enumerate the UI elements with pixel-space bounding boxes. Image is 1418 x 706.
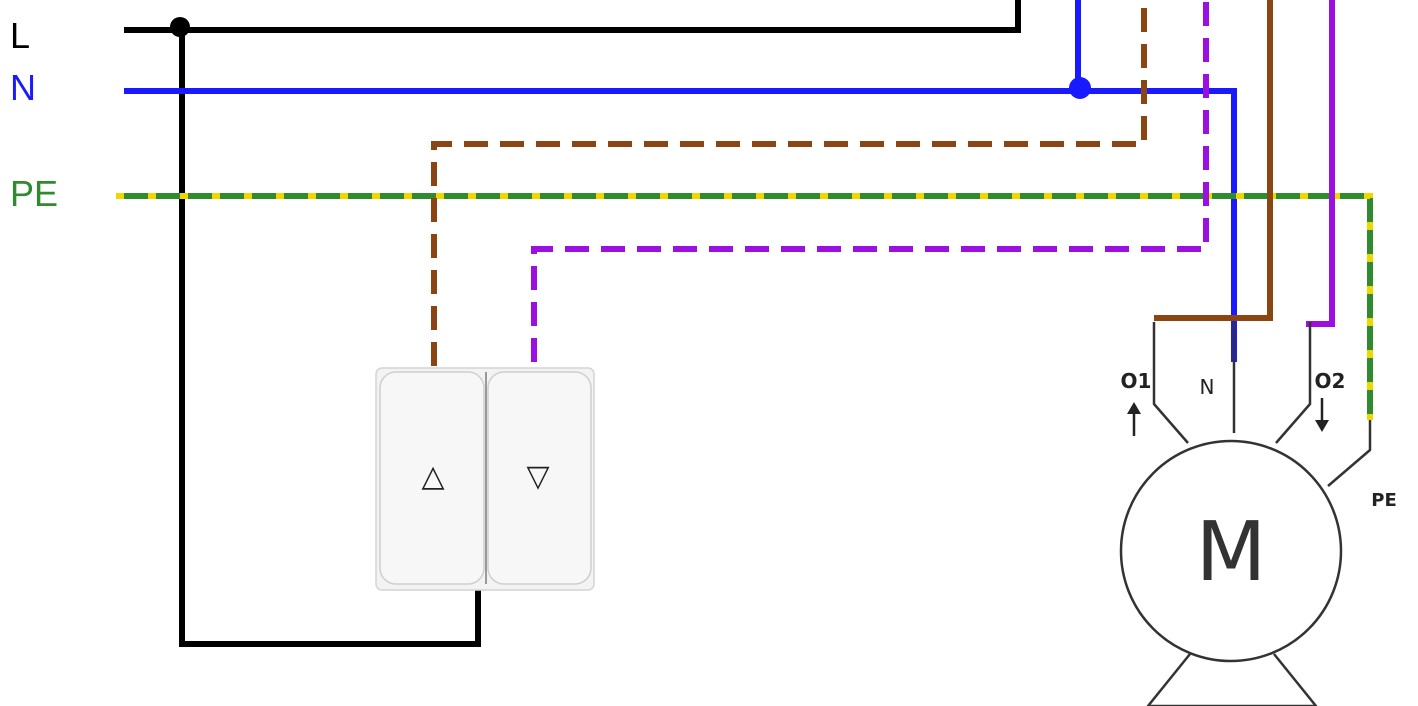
motor-body	[1119, 439, 1343, 663]
motor-foot	[1146, 653, 1318, 706]
terminal-label-o1: O1	[1121, 369, 1152, 393]
down-arrow-symbol: ▽	[526, 459, 549, 494]
line-label-PE: PE	[10, 173, 59, 214]
neutral-junction-dot	[1069, 77, 1091, 99]
down-wire-solid	[1306, 0, 1335, 327]
neutral-wire	[124, 0, 1237, 362]
phase-drop-to-switch	[179, 30, 481, 647]
switch-rocker-up[interactable]	[379, 371, 485, 585]
down-wire	[531, 0, 1335, 362]
motor	[1119, 322, 1372, 706]
motor-lead-o2	[1275, 322, 1312, 444]
neutral-bus-line	[124, 88, 1237, 362]
line-label-L: L	[10, 15, 31, 56]
up-arrow-symbol: △	[421, 459, 444, 494]
motor-symbol: M	[1196, 505, 1267, 600]
blind-switch: △ ▽	[375, 367, 595, 591]
earth-wire-stripes	[116, 193, 1373, 420]
up-wire-dashed	[431, 0, 1147, 366]
motor-lead-pe	[1327, 420, 1372, 487]
earth-wire	[116, 193, 1373, 420]
switch-rocker-down[interactable]	[487, 371, 592, 585]
line-label-N: N	[10, 67, 36, 108]
phase-wire	[124, 0, 1021, 647]
down-wire-dashed	[531, 0, 1209, 362]
phase-junction-dot	[170, 17, 190, 37]
up-arrow-icon	[1127, 402, 1141, 436]
terminal-label-o2: O2	[1315, 369, 1346, 393]
terminal-label-n: N	[1200, 375, 1215, 399]
up-wire-solid	[1154, 0, 1273, 321]
up-wire	[431, 0, 1273, 366]
terminal-label-pe: PE	[1371, 490, 1397, 511]
earth-wire-base	[116, 193, 1373, 420]
motor-lead-o1	[1152, 322, 1189, 444]
down-arrow-icon	[1315, 398, 1329, 432]
phase-bus-line	[124, 0, 1021, 33]
